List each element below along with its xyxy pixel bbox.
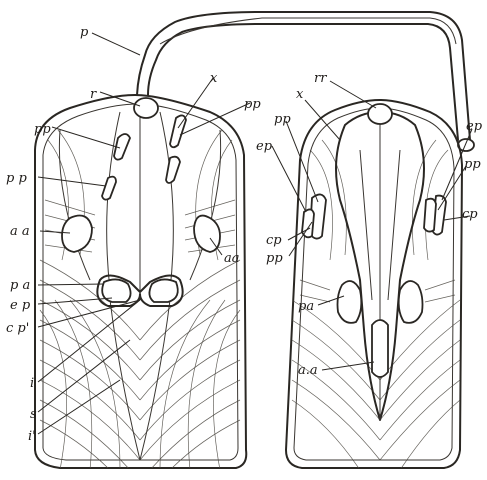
label-aa-outer-left: a a	[10, 224, 30, 239]
right-body	[286, 100, 462, 470]
label-pp-far-right: pp	[464, 157, 481, 172]
right-body-hatching	[292, 140, 460, 470]
label-s: s	[30, 407, 37, 422]
label-pp-right-inner: pp	[266, 251, 283, 266]
label-x-left: x	[210, 71, 218, 86]
label-pp-top-left: pp	[34, 122, 51, 137]
label-i: i	[30, 376, 34, 391]
leader-lines	[38, 33, 472, 434]
label-aa-inner-left: aa	[224, 251, 240, 266]
label-rr: rr	[314, 71, 327, 86]
label-pp-inner-left: pp	[244, 97, 261, 112]
connecting-tube	[137, 12, 474, 151]
label-i-prime: i'	[28, 429, 36, 444]
label-aa-right: a.a	[298, 363, 318, 378]
label-pp-right: pp	[274, 112, 291, 127]
label-ep-far-right: ep	[466, 119, 483, 134]
label-pp-outer-left: p p	[6, 171, 27, 186]
label-pa-right: pa	[298, 299, 314, 314]
label-r: r	[90, 87, 97, 102]
label-ep-right: ep	[256, 139, 273, 154]
label-cp-right-inner: cp	[266, 233, 282, 248]
label-cp-far-right: cp	[462, 207, 478, 222]
label-x-right: x	[296, 87, 304, 102]
label-cp-left: c p'	[6, 321, 29, 336]
left-body	[35, 95, 246, 470]
label-ep-left: e p	[10, 298, 31, 313]
label-pa-left: p a	[10, 278, 30, 293]
label-p: p	[80, 25, 89, 40]
